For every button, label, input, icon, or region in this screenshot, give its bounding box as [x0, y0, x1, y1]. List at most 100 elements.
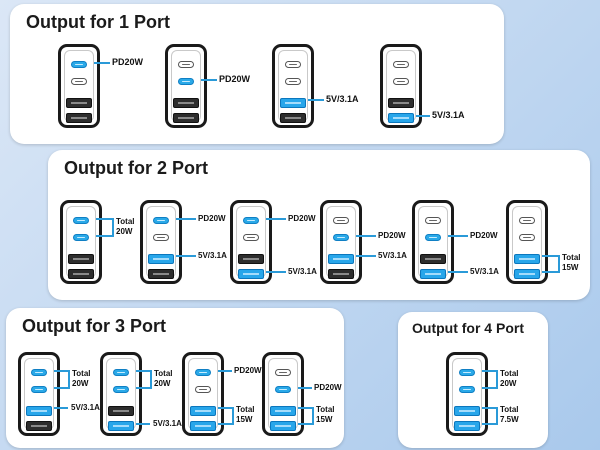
connector-line: [266, 271, 286, 273]
panel-2-port: Output for 2 Port Total 20W PD20W 5V/3.1…: [48, 150, 590, 300]
usb-c2-port: [153, 234, 169, 241]
connector-line: [482, 370, 496, 372]
connector-line: [298, 387, 312, 389]
output-label: Total: [500, 405, 519, 414]
usb-a1-port: [328, 254, 354, 264]
usb-c1-port: [425, 217, 441, 224]
connector-line: [96, 235, 112, 237]
charger-illustration: [446, 352, 488, 436]
usb-a1-port: [388, 98, 414, 108]
usb-c2-port: [425, 234, 441, 241]
usb-a2-port: [238, 269, 264, 279]
output-label: PD20W: [234, 366, 262, 375]
connector-line: [176, 218, 196, 220]
panel-3-port: Output for 3 Port Total 20W 5V/3.1A Tota…: [6, 308, 344, 448]
output-label: PD20W: [112, 57, 144, 67]
connector-line: [298, 423, 312, 425]
usb-a2-port: [454, 421, 480, 431]
section-title: Output for 2 Port: [64, 158, 208, 178]
charger-illustration: [60, 200, 102, 284]
connector-line: [54, 387, 68, 389]
connector-line: [136, 423, 150, 425]
charger-illustration: [506, 200, 548, 284]
connector-line: [482, 423, 496, 425]
usb-c1-port: [459, 369, 475, 376]
usb-a2-port: [148, 269, 174, 279]
bracket-line: [496, 370, 498, 389]
usb-a1-port: [173, 98, 199, 108]
usb-a1-port: [280, 98, 306, 108]
connector-line: [542, 255, 558, 257]
output-label: PD20W: [198, 214, 226, 223]
connector-line: [482, 387, 496, 389]
usb-c2-port: [195, 386, 211, 393]
usb-a1-port: [66, 98, 92, 108]
connector-line: [416, 115, 430, 117]
usb-a1-port: [270, 406, 296, 416]
output-label: Total: [72, 369, 91, 378]
usb-c1-port: [275, 369, 291, 376]
usb-a2-port: [328, 269, 354, 279]
usb-c1-port: [73, 217, 89, 224]
charger-illustration: [58, 44, 100, 128]
usb-c2-port: [73, 234, 89, 241]
charger-illustration: [380, 44, 422, 128]
charger-illustration: [320, 200, 362, 284]
connector-line: [542, 271, 558, 273]
usb-c2-port: [275, 386, 291, 393]
output-label: 5V/3.1A: [288, 267, 317, 276]
connector-line: [448, 235, 468, 237]
connector-line: [201, 79, 217, 81]
usb-c2-port: [71, 78, 87, 85]
usb-c2-port: [333, 234, 349, 241]
output-label: PD20W: [219, 74, 251, 84]
usb-a2-port: [280, 113, 306, 123]
output-label: PD20W: [314, 383, 342, 392]
bracket-line: [312, 407, 314, 425]
usb-c1-port: [153, 217, 169, 224]
usb-c2-port: [393, 78, 409, 85]
usb-c2-port: [178, 78, 194, 85]
connector-line: [308, 99, 324, 101]
output-label: 5V/3.1A: [470, 267, 499, 276]
output-label: PD20W: [288, 214, 316, 223]
bracket-line: [150, 370, 152, 389]
charger-illustration: [412, 200, 454, 284]
output-label: Total: [500, 369, 519, 378]
output-label: 15W: [562, 263, 579, 272]
usb-c2-port: [243, 234, 259, 241]
output-label: 5V/3.1A: [326, 94, 359, 104]
usb-a2-port: [173, 113, 199, 123]
output-label: Total: [236, 405, 255, 414]
output-label: 15W: [316, 415, 333, 424]
usb-c1-port: [178, 61, 194, 68]
usb-a2-port: [26, 421, 52, 431]
output-label: 20W: [500, 379, 517, 388]
connector-line: [298, 407, 312, 409]
panel-4-port: Output for 4 Port Total 20W Total 7.5W: [398, 312, 548, 448]
bracket-line: [112, 218, 114, 237]
section-title: Output for 3 Port: [22, 316, 166, 336]
usb-a2-port: [108, 421, 134, 431]
usb-a1-port: [26, 406, 52, 416]
usb-a1-port: [238, 254, 264, 264]
output-label: 5V/3.1A: [432, 110, 465, 120]
connector-line: [136, 387, 150, 389]
output-label: Total: [154, 369, 173, 378]
usb-a1-port: [108, 406, 134, 416]
usb-a1-port: [148, 254, 174, 264]
charger-illustration: [140, 200, 182, 284]
usb-a2-port: [190, 421, 216, 431]
usb-c2-port: [113, 386, 129, 393]
usb-c2-port: [31, 386, 47, 393]
connector-line: [136, 370, 150, 372]
output-label: Total: [316, 405, 335, 414]
usb-c1-port: [243, 217, 259, 224]
connector-line: [356, 255, 376, 257]
output-label: 20W: [154, 379, 171, 388]
connector-line: [266, 218, 286, 220]
usb-a1-port: [68, 254, 94, 264]
usb-c1-port: [113, 369, 129, 376]
connector-line: [218, 407, 232, 409]
charger-illustration: [18, 352, 60, 436]
